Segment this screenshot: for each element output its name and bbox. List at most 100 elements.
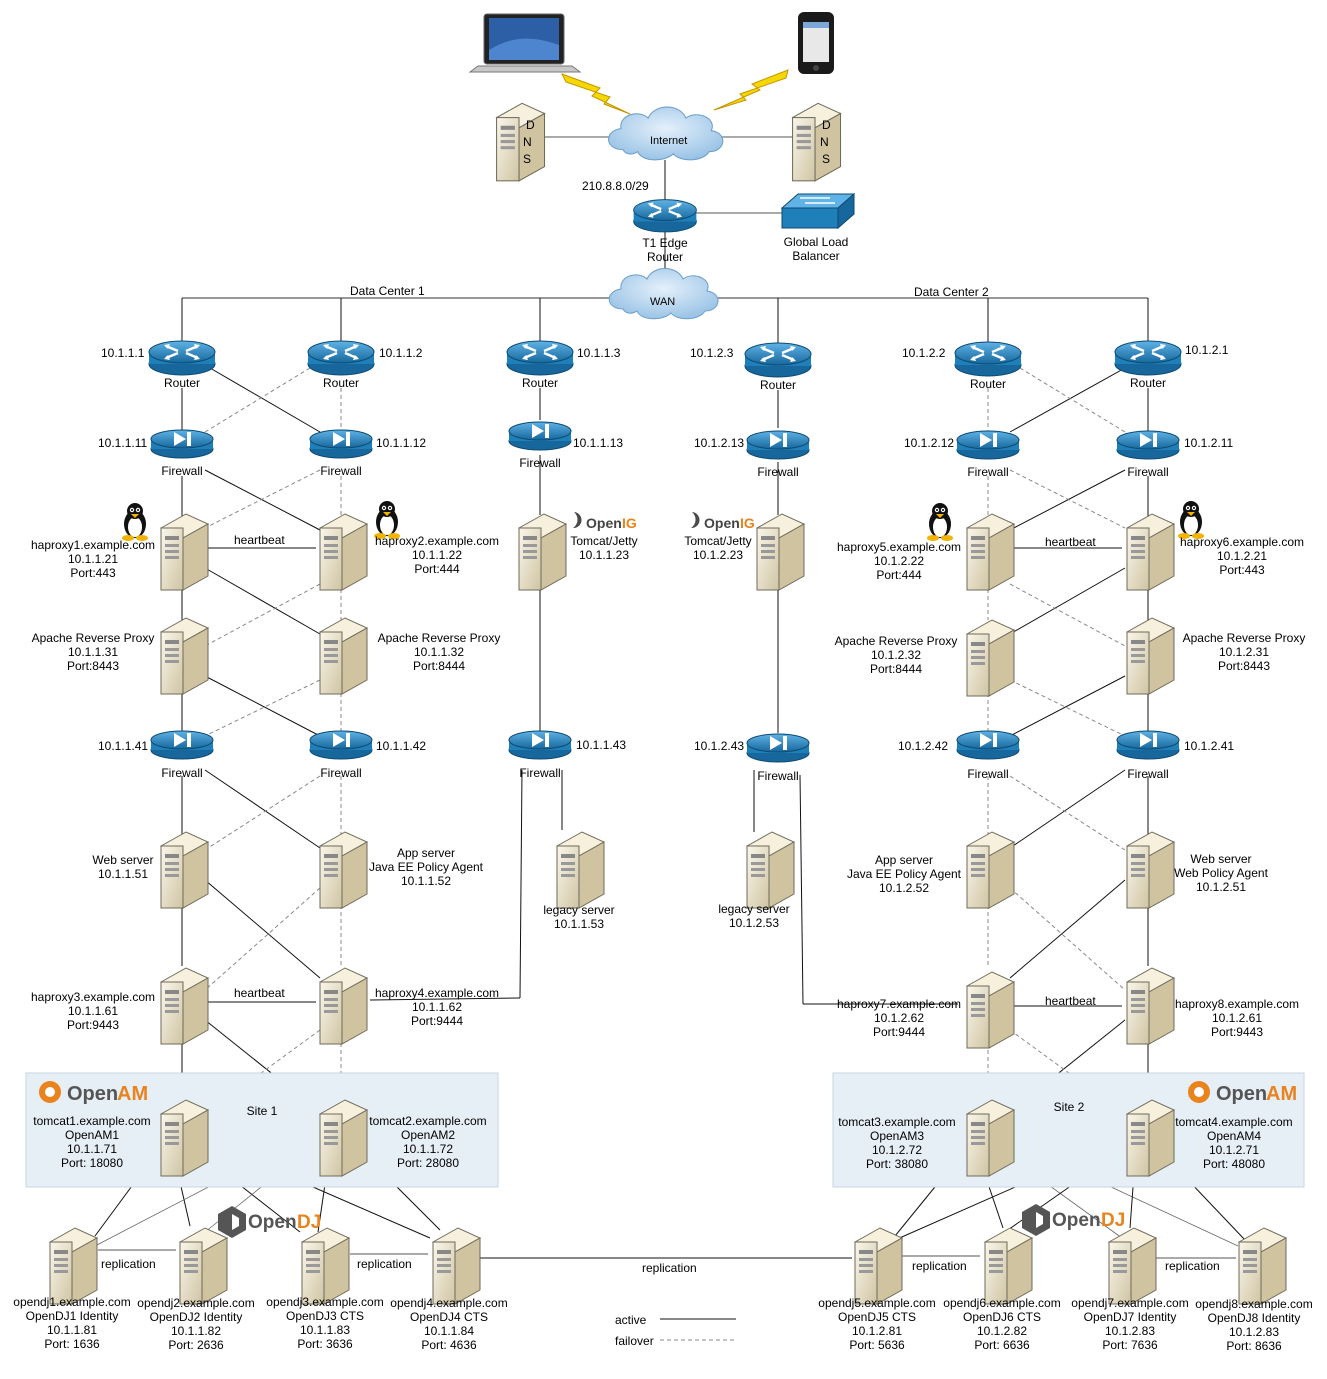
opendj4-server: opendj4.example.com OpenDJ4 CTS 10.1.1.8… (390, 1227, 508, 1352)
svg-text:10.1.1.41: 10.1.1.41 (98, 739, 148, 753)
svg-text:Router: Router (647, 250, 683, 264)
svg-text:10.1.2.72: 10.1.2.72 (872, 1143, 922, 1157)
svg-text:Java EE Policy Agent: Java EE Policy Agent (847, 867, 962, 881)
svg-text:haproxy1.example.com: haproxy1.example.com (31, 538, 155, 552)
svg-text:Apache Reverse Proxy: Apache Reverse Proxy (378, 631, 501, 645)
svg-text:10.1.1.13: 10.1.1.13 (573, 436, 623, 450)
svg-text:10.1.1.53: 10.1.1.53 (554, 917, 604, 931)
svg-text:10.1.1.42: 10.1.1.42 (376, 739, 426, 753)
internet-cloud: Internet (608, 106, 724, 161)
svg-text:opendj6.example.com: opendj6.example.com (943, 1296, 1060, 1310)
opendj6-server: opendj6.example.com OpenDJ6 CTS 10.1.2.8… (943, 1227, 1061, 1352)
svg-text:Open: Open (248, 1212, 297, 1233)
svg-text:Port: 5636: Port: 5636 (849, 1338, 905, 1352)
openig-logo: Open IG (691, 512, 755, 531)
svg-text:Router: Router (522, 376, 558, 390)
svg-text:Web server: Web server (92, 853, 153, 867)
svg-text:Port:9444: Port:9444 (873, 1025, 925, 1039)
svg-text:10.1.2.1: 10.1.2.1 (1185, 343, 1229, 357)
svg-text:10.1.2.23: 10.1.2.23 (693, 548, 743, 562)
svg-text:App server: App server (397, 846, 455, 860)
openam-logo: Open AM (39, 1081, 148, 1105)
svg-text:Router: Router (323, 376, 359, 390)
data-center-2-label: Data Center 2 (914, 285, 989, 299)
svg-text:10.1.2.43: 10.1.2.43 (694, 739, 744, 753)
svg-text:10.1.2.21: 10.1.2.21 (1217, 549, 1267, 563)
svg-text:10.1.1.23: 10.1.1.23 (579, 548, 629, 562)
svg-text:10.1.2.52: 10.1.2.52 (879, 881, 929, 895)
svg-text:S: S (822, 152, 830, 166)
svg-text:tomcat2.example.com: tomcat2.example.com (369, 1114, 486, 1128)
svg-text:Firewall: Firewall (320, 464, 361, 478)
svg-text:10.1.2.61: 10.1.2.61 (1212, 1011, 1262, 1025)
replication-label: replication (912, 1259, 967, 1273)
svg-text:Port:8444: Port:8444 (870, 662, 922, 676)
svg-text:OpenAM2: OpenAM2 (401, 1128, 455, 1142)
opendj-logo: Open DJ (218, 1206, 321, 1238)
opendj-logo: Open DJ (1022, 1204, 1125, 1236)
haproxy3-server: haproxy3.example.com 10.1.1.61 Port:9443 (31, 967, 209, 1045)
svg-text:10.1.2.3: 10.1.2.3 (690, 346, 734, 360)
replication-label: replication (1165, 1259, 1220, 1273)
app-server-2: App server Java EE Policy Agent 10.1.2.5… (847, 831, 1015, 909)
svg-text:10.1.2.83: 10.1.2.83 (1105, 1324, 1155, 1338)
firewall-dc1-1: Firewall 10.1.1.11 (98, 429, 214, 478)
svg-text:tomcat1.example.com: tomcat1.example.com (33, 1114, 150, 1128)
svg-text:Port:444: Port:444 (876, 568, 922, 582)
svg-text:10.1.2.11: 10.1.2.11 (1184, 436, 1233, 450)
svg-text:Firewall: Firewall (320, 766, 361, 780)
svg-text:10.1.2.62: 10.1.2.62 (874, 1011, 924, 1025)
svg-text:10.1.1.11: 10.1.1.11 (98, 436, 147, 450)
svg-text:haproxy2.example.com: haproxy2.example.com (375, 534, 499, 548)
svg-text:10.1.2.22: 10.1.2.22 (874, 554, 924, 568)
web-server-2: Web server Web Policy Agent 10.1.2.51 (1126, 831, 1269, 909)
svg-text:D: D (822, 118, 831, 132)
svg-text:10.1.1.22: 10.1.1.22 (412, 548, 462, 562)
svg-text:Tomcat/Jetty: Tomcat/Jetty (570, 534, 637, 548)
svg-text:10.1.2.31: 10.1.2.31 (1219, 645, 1269, 659)
haproxy6-server: haproxy6.example.com 10.1.2.21 Port:443 (1126, 513, 1304, 591)
svg-text:OpenAM3: OpenAM3 (870, 1129, 924, 1143)
svg-text:Port: 28080: Port: 28080 (397, 1156, 459, 1170)
svg-text:Port:443: Port:443 (1219, 563, 1265, 577)
svg-text:AM: AM (117, 1083, 148, 1105)
apache-proxy-2: Apache Reverse Proxy 10.1.1.32 Port:8444 (319, 617, 501, 695)
haproxy4-server: haproxy4.example.com 10.1.1.62 Port:9444 (319, 967, 499, 1045)
replication-label: replication (357, 1257, 412, 1271)
haproxy8-server: haproxy8.example.com 10.1.2.61 Port:9443 (1126, 967, 1299, 1045)
svg-text:D: D (526, 118, 535, 132)
site-2-box (832, 1072, 1305, 1188)
dns-server-left: D N S (496, 102, 546, 182)
legend-active-label: active (615, 1313, 647, 1327)
svg-text:10.1.2.71: 10.1.2.71 (1209, 1143, 1259, 1157)
svg-text:S: S (523, 152, 531, 166)
svg-text:10.1.1.32: 10.1.1.32 (414, 645, 464, 659)
svg-text:Apache Reverse Proxy: Apache Reverse Proxy (835, 634, 958, 648)
router-dc1-3: Router 10.1.1.3 (505, 339, 621, 390)
opendj2-server: opendj2.example.com OpenDJ2 Identity 10.… (137, 1227, 255, 1352)
svg-text:OpenDJ3 CTS: OpenDJ3 CTS (286, 1309, 364, 1323)
apache-proxy-4: Apache Reverse Proxy 10.1.2.31 Port:8443 (1126, 617, 1305, 695)
svg-text:Firewall: Firewall (967, 465, 1008, 479)
svg-text:Port:8443: Port:8443 (1218, 659, 1270, 673)
site-1-box (25, 1072, 499, 1188)
svg-text:Port:9443: Port:9443 (1211, 1025, 1263, 1039)
svg-text:Port: 6636: Port: 6636 (974, 1338, 1030, 1352)
heartbeat-label: heartbeat (234, 533, 285, 547)
svg-text:Open: Open (586, 515, 622, 531)
heartbeat-label: heartbeat (234, 986, 285, 1000)
svg-text:10.1.1.51: 10.1.1.51 (98, 867, 148, 881)
svg-text:Port: 48080: Port: 48080 (1203, 1157, 1265, 1171)
svg-text:Port: 7636: Port: 7636 (1102, 1338, 1158, 1352)
svg-text:10.1.2.13: 10.1.2.13 (694, 436, 744, 450)
legacy-server-dc2: legacy server 10.1.2.53 (718, 831, 795, 930)
svg-text:legacy server: legacy server (718, 902, 789, 916)
svg-text:Firewall: Firewall (1127, 465, 1168, 479)
svg-text:IG: IG (622, 515, 637, 531)
svg-text:OpenDJ2 Identity: OpenDJ2 Identity (150, 1310, 243, 1324)
legacy-server-dc1: legacy server 10.1.1.53 (543, 831, 615, 931)
firewall-dc1-5: Firewall 10.1.1.42 (309, 730, 426, 780)
svg-text:DJ: DJ (297, 1212, 321, 1233)
svg-text:Router: Router (164, 376, 200, 390)
